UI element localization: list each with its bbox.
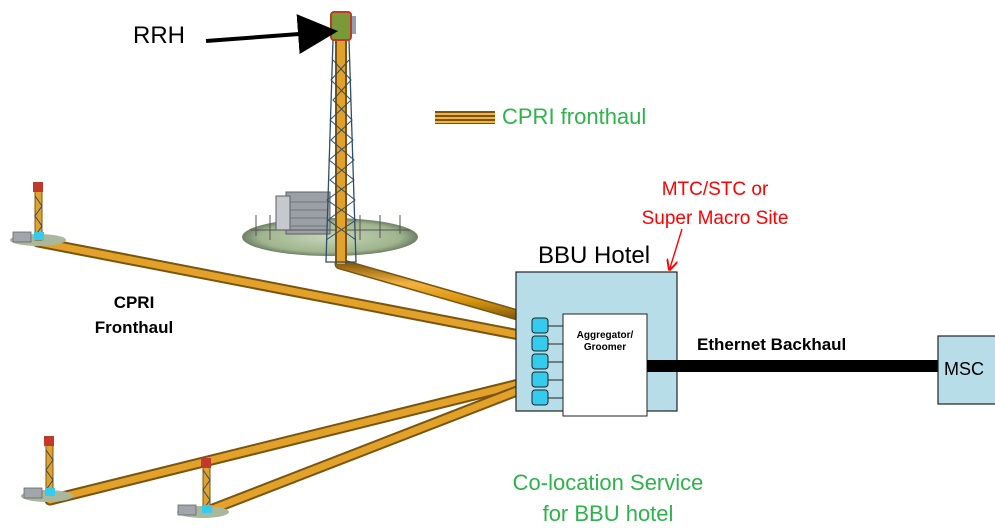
equipment-shelter-icon [275, 191, 331, 235]
bbu-port [531, 371, 549, 388]
aggregator-label: Aggregator/Groomer [576, 330, 634, 353]
site-pointer-arrow [670, 228, 683, 268]
msc-label: MSC [944, 359, 984, 379]
bbu-port [531, 335, 549, 352]
ethernet-backhaul-label: Ethernet Backhaul [697, 335, 847, 354]
msc-box [937, 335, 995, 405]
legend-swatch [435, 111, 495, 124]
rrh-label: RRH [133, 22, 185, 49]
tower-icon [177, 458, 229, 518]
fence [250, 215, 410, 240]
rrh-unit [330, 11, 352, 41]
bbu-ports [531, 317, 563, 406]
aggregator-box [562, 313, 648, 417]
arrow-icon [205, 14, 338, 55]
tower-icon [10, 182, 66, 246]
bbu-port [531, 353, 549, 370]
main-tower-icon [325, 11, 357, 264]
tower-icon [21, 436, 73, 502]
bbu-hotel-label: BBU Hotel [538, 242, 651, 269]
legend-label: CPRI fronthaul [502, 104, 647, 129]
bbu-port [531, 317, 549, 334]
fronthaul-links [32, 236, 541, 518]
bbu-port [531, 389, 549, 406]
